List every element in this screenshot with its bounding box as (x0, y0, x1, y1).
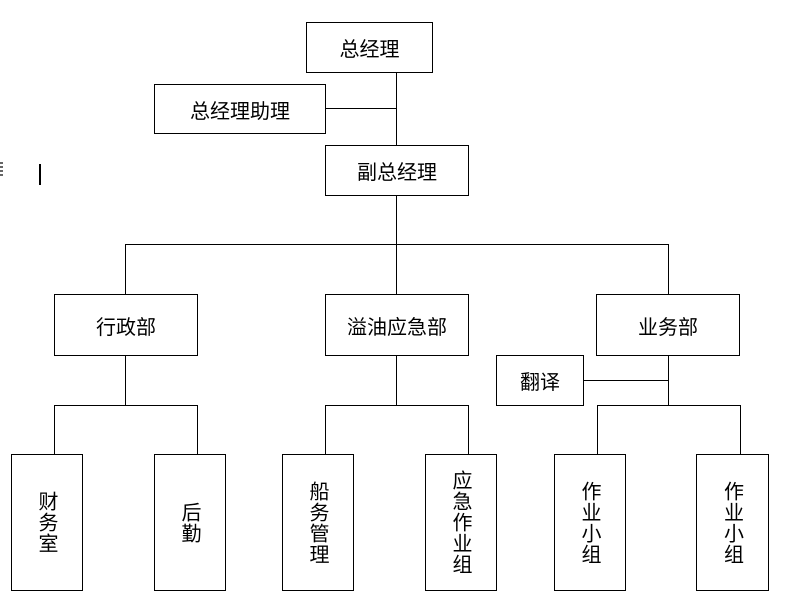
node-ship-mgmt-label: 船务管理 (306, 480, 330, 565)
node-spill: 溢油应急部 (325, 294, 469, 356)
node-team-a: 作业小组 (554, 454, 626, 591)
node-logistics-label: 后勤 (178, 501, 202, 544)
node-logistics: 后勤 (154, 454, 226, 591)
node-business-label: 业务部 (638, 314, 698, 339)
node-finance-label: 财务室 (35, 491, 59, 554)
node-emergency-team-label: 应急作业组 (449, 470, 473, 575)
node-deputy-gm-label: 副总经理 (357, 160, 437, 184)
node-translation: 翻译 (496, 355, 584, 406)
node-gm-label: 总经理 (339, 37, 400, 61)
node-admin: 行政部 (54, 294, 198, 356)
node-deputy-gm: 副总经理 (325, 145, 469, 196)
node-translation-label: 翻译 (520, 370, 560, 394)
node-spill-label: 溢油应急部 (347, 314, 447, 339)
node-team-b-label: 作业小组 (720, 480, 745, 565)
margin-marker (0, 162, 3, 176)
node-emergency-team: 应急作业组 (425, 454, 497, 591)
node-admin-label: 行政部 (96, 314, 156, 339)
node-gm: 总经理 (306, 22, 433, 73)
node-ship-mgmt: 船务管理 (282, 454, 354, 591)
text-cursor (39, 164, 41, 185)
node-team-b: 作业小组 (696, 454, 769, 591)
node-business: 业务部 (596, 294, 740, 356)
node-gm-assistant: 总经理助理 (154, 84, 326, 134)
node-finance: 财务室 (11, 454, 83, 591)
node-team-a-label: 作业小组 (578, 480, 602, 565)
node-gm-assistant-label: 总经理助理 (190, 98, 290, 123)
